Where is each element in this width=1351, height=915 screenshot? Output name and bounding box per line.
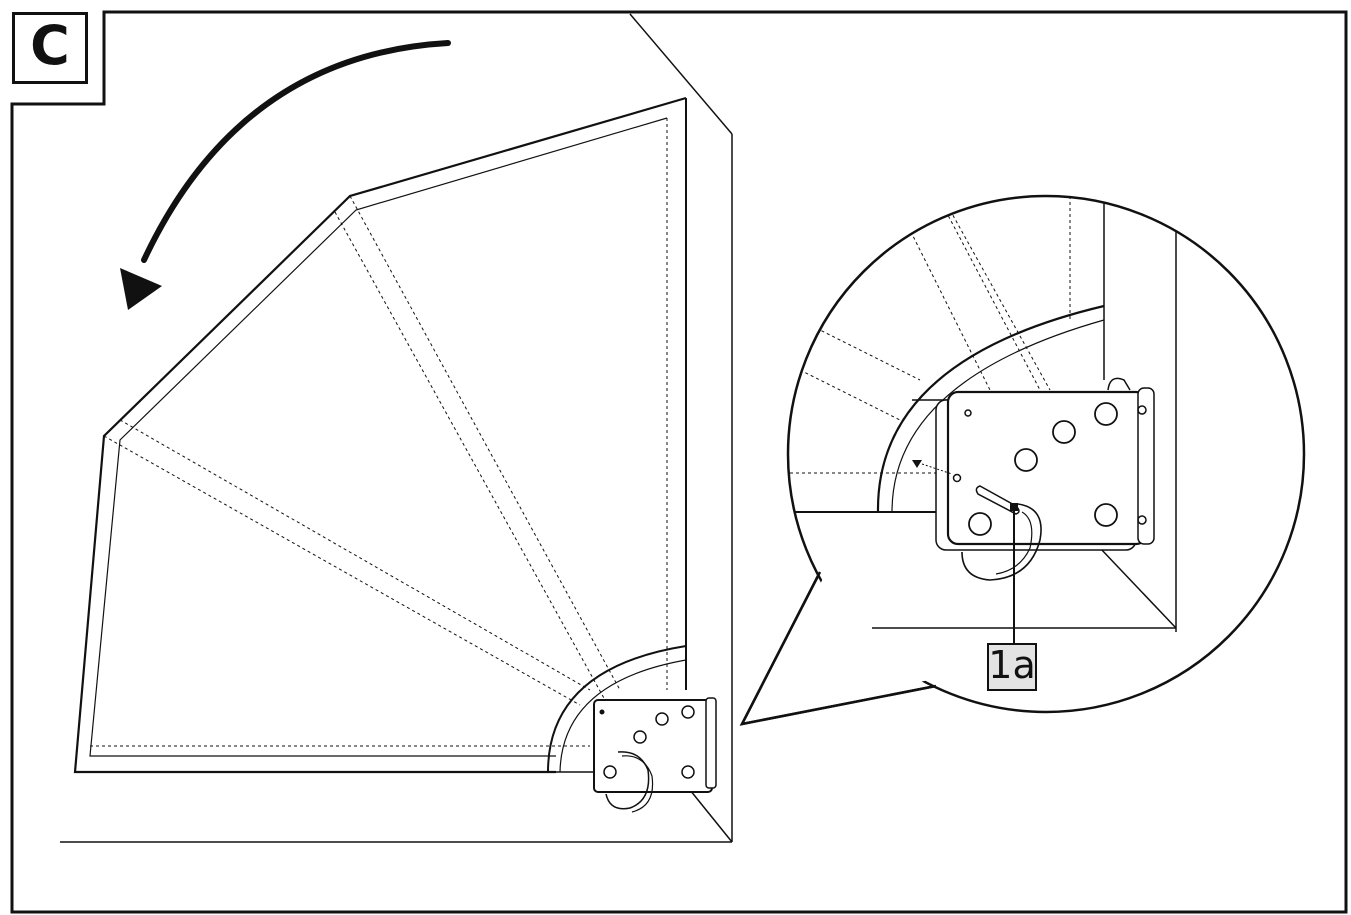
zoom-floor-corner	[1099, 547, 1177, 629]
zoom-bracket-hole	[1094, 503, 1118, 527]
rotation-arrow-shaft	[141, 40, 451, 263]
zoom-detail	[790, 196, 1177, 645]
zoom-direction-dash	[921, 463, 953, 475]
fold-line-1b	[334, 211, 606, 701]
bracket-cable	[621, 755, 654, 813]
zoom-cable	[961, 503, 1042, 581]
callout-tail-edges	[739, 571, 937, 726]
zoom-mounting-bracket	[912, 377, 1155, 581]
zoom-bracket-hole	[1014, 448, 1038, 472]
diagram-frame	[10, 10, 1348, 914]
zoom-fold-line	[799, 319, 921, 381]
zoom-bracket-hole	[1094, 402, 1118, 426]
floor-corner-line	[689, 789, 733, 843]
bracket-flange	[705, 697, 717, 789]
folding-panel-inner-edge	[89, 117, 668, 757]
bracket-screw	[599, 709, 605, 715]
hub-arc-outer	[547, 645, 687, 773]
bracket-hole	[603, 765, 617, 779]
zoom-bracket-screw	[1137, 405, 1147, 415]
bracket-hole	[633, 730, 647, 744]
bracket-hole	[681, 765, 695, 779]
bracket-hole	[681, 705, 695, 719]
zoom-fold-line	[799, 369, 901, 421]
zoom-cable	[995, 511, 1033, 575]
fold-line-2	[103, 435, 581, 706]
main-view	[60, 13, 733, 843]
bracket-hole	[655, 712, 669, 726]
zoom-fold-line	[949, 209, 1051, 391]
step-label-box: C	[12, 12, 88, 84]
zoom-bracket-screw	[964, 409, 972, 417]
hub-arc-inner	[559, 659, 687, 773]
zoom-bracket-top-clip	[1107, 377, 1131, 391]
mounting-bracket	[593, 697, 717, 813]
zoom-hub-arc-outer	[876, 304, 1105, 513]
bracket-cable	[605, 751, 650, 810]
zoom-bracket-hole	[1052, 420, 1076, 444]
zoom-bracket-flange	[1137, 387, 1155, 545]
folding-panel-outline	[73, 96, 687, 774]
zoom-bracket-hole	[968, 512, 992, 536]
wall-diagonal-line	[629, 13, 733, 135]
zoom-bracket-pin	[952, 473, 962, 483]
callout-tail-seam	[760, 572, 930, 710]
fold-line-2b	[119, 419, 591, 691]
curved-arrow-counterclockwise-icon	[120, 40, 451, 310]
part-callout-label: 1a	[987, 643, 1037, 691]
fold-line-1	[349, 195, 621, 691]
zoom-hub-arc-inner	[891, 319, 1105, 513]
step-label: C	[30, 14, 70, 77]
zoom-direction-marker	[912, 460, 922, 468]
zoom-bracket-screw	[1137, 515, 1147, 525]
part-callout-text: 1a	[988, 643, 1036, 687]
rotation-arrow-head	[120, 268, 162, 310]
